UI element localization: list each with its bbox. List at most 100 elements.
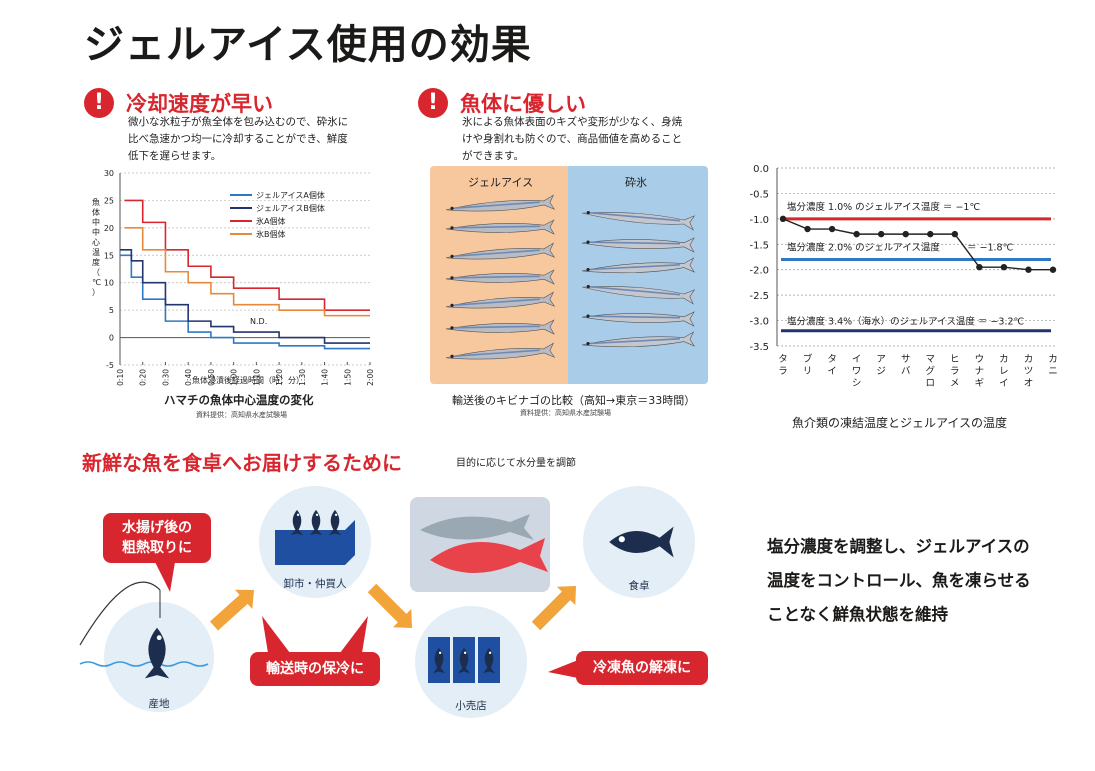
x-tick-label: 0:30 [161,369,170,386]
series-line [120,249,370,344]
y-tick-label: 15 [104,251,114,260]
thawing-bubble: 冷凍魚の解凍に [576,651,708,685]
reference-label: 塩分濃度 1.0% のジェルアイス温度 ＝ −1℃ [787,201,980,213]
nd-label: N.D. [250,317,267,326]
series-line [120,254,370,350]
y-axis-label: 魚体中中心温度（℃） [92,197,101,297]
series-line [124,227,370,317]
x-tick-label: 0:40 [184,369,193,386]
x-tick-label: 0:20 [139,369,148,386]
y-tick-label: -1.0 [749,215,769,226]
fish-shape [582,331,696,348]
x-axis-label: 魚体浸漬後経過時間（時：分） [192,375,304,385]
x-tick-label: カニ [1048,354,1058,377]
x-tick-label: 1:10 [252,369,261,386]
x-tick-label: 0:10 [116,369,125,386]
y-tick-label: 25 [104,196,114,205]
exclamation-icon: ! [84,88,114,118]
freezing-chart-caption: 魚介類の凍結温度とジェルアイスの温度 [792,416,1008,430]
data-point [1000,263,1008,271]
exclamation-icon: ! [418,88,448,118]
arrow-retail-to-table [531,586,576,631]
retail-label: 小売店 [455,700,487,712]
distribution-heading: 新鮮な魚を食卓へお届けするために [82,451,402,475]
legend-label: 氷A個体 [256,216,285,226]
x-tick-label: 1:50 [343,369,352,386]
x-tick-label: ブリ [803,353,813,377]
x-tick-label: マグロ [926,354,936,389]
fish-shape [446,342,556,360]
cooling-chart-caption: ハマチの魚体中心温度の変化 [164,393,314,407]
x-tick-label: 2:00 [366,369,375,386]
section1-description: 微小な氷粒子が魚全体を包み込むので、砕氷に 比べ急速かつ均一に冷却することができ… [128,116,349,162]
x-tick-label: サバ [901,354,911,377]
fish-shape [582,285,696,305]
x-tick-label: ヒラメ [950,354,960,389]
data-point [902,230,909,238]
y-tick-label: 0.0 [753,164,769,175]
x-tick-label: 1:40 [321,369,330,386]
fish-shape [445,219,555,235]
x-tick-label: ウナギ [975,354,985,389]
fish-comparison-photo: ジェルアイス 砕氷 [430,166,708,384]
y-tick-label: 5 [109,306,114,315]
bubble-tail [340,616,368,653]
y-tick-label: -0.5 [749,189,769,200]
legend-label: ジェルアイスB個体 [256,203,325,213]
series-line [124,199,370,311]
fish-shape [581,237,695,253]
fish-shape [582,211,696,231]
red-fish-shape [430,538,548,574]
x-tick-label: 0:50 [207,369,216,386]
series-line [782,218,1053,271]
fish-shape [581,311,695,327]
fish-shape [446,291,556,309]
bubble-tail [262,616,290,653]
data-point [779,215,787,223]
bubble-tail [155,562,175,592]
salinity-description: 塩分濃度を調整し、ジェルアイスの 温度をコントロール、魚を凍らせる ことなく鮮魚… [767,537,1031,624]
fish-comparison-source: 資料提供：高知県水産試験場 [520,409,611,417]
x-tick-label: アジ [876,354,886,377]
y-tick-label: 0 [109,334,114,343]
distribution-subheading: 目的に応じて水分量を調節 [456,458,576,469]
transport-cooling-bubble: 輸送時の保冷に [250,652,380,686]
gel-ice-label: ジェルアイス [468,176,534,189]
fish-comparison-caption: 輸送後のキビナゴの比較（高知→東京＝33時間） [452,394,696,407]
crushed-ice-label: 砕氷 [625,176,647,189]
fresh-fish-photo [410,497,550,592]
fish-illustrations [445,194,696,360]
cooling-chart-source: 資料提供：高知県水産試験場 [196,411,287,419]
reference-label: 塩分濃度 2.0% のジェルアイス温度 [787,242,940,254]
y-tick-label: -2.5 [749,291,769,302]
legend-label: ジェルアイスA個体 [256,190,325,200]
reference-label: 塩分濃度 3.4%（海水）のジェルアイス温度 ＝ −3.2℃ [787,316,1025,328]
y-tick-label: -3.0 [749,317,769,328]
data-point [927,230,934,238]
arrow-wholesale-to-retail [367,583,412,628]
y-tick-label: -5 [106,361,114,370]
bubble-tail [548,660,578,678]
data-point [828,225,836,233]
x-tick-label: タイ [827,354,837,377]
reference-value: ＝ −1.8℃ [967,243,1014,254]
x-tick-label: イワシ [852,354,862,389]
x-tick-label: 1:20 [275,369,284,386]
data-point [951,230,959,238]
data-point [1025,266,1032,273]
x-tick-label: タラ [778,354,788,377]
data-point [804,225,811,233]
x-tick-label: 1:30 [298,369,307,386]
fish-shape [446,242,556,260]
y-tick-label: 30 [104,169,114,178]
crushed-ice-photo [568,166,708,384]
section2-description: 氷による魚体表面のキズや変形が少なく、身焼 けや身割れも防ぐので、商品価値を高め… [462,116,683,162]
section1-heading: 冷却速度が早い [126,92,273,116]
y-tick-label: 10 [104,279,114,288]
fish-shape [445,319,555,335]
wholesale-label: 卸市・仲買人 [283,578,347,590]
page-title: ジェルアイス使用の効果 [84,22,532,68]
data-point [976,263,983,271]
